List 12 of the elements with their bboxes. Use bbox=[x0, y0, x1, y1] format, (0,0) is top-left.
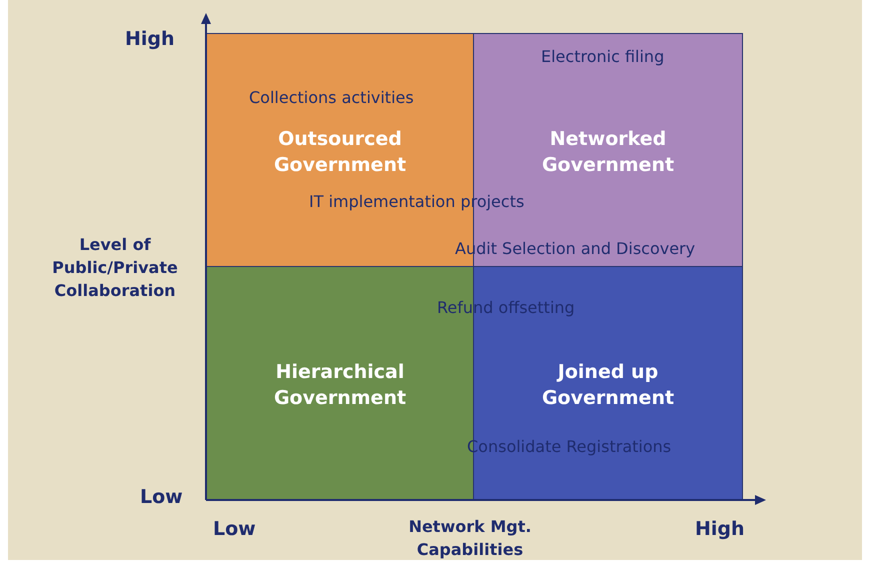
axis-label: High bbox=[695, 518, 745, 540]
quadrant-title: Joined up Government bbox=[540, 360, 676, 411]
item-label: Electronic filing bbox=[541, 47, 664, 66]
quadrant-title: Outsourced Government bbox=[272, 127, 408, 178]
axis-label: Low bbox=[140, 486, 183, 508]
item-label: Collections activities bbox=[249, 88, 414, 107]
axis-label: Low bbox=[213, 518, 256, 540]
quadrant-title: Networked Government bbox=[540, 127, 676, 178]
quadrant-title: Hierarchical Government bbox=[272, 360, 408, 411]
axis-title: Network Mgt. Capabilities bbox=[408, 516, 532, 561]
axis-label: High bbox=[125, 28, 175, 50]
axis-title: Level of Public/Private Collaboration bbox=[51, 234, 179, 302]
